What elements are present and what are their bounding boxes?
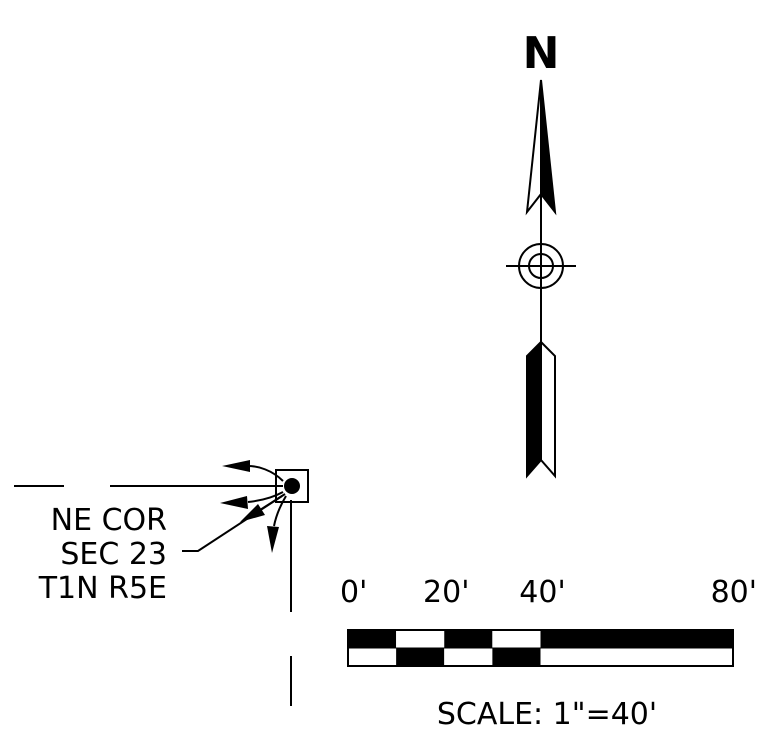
scale-bar-segment: [492, 630, 541, 648]
north-arrow: N: [506, 28, 576, 479]
reference-arrow-middle-icon: [220, 496, 248, 509]
scale-tick-label: 0': [340, 575, 367, 610]
corner-marker: [14, 460, 309, 706]
reference-arc-middle: [247, 491, 284, 503]
scale-bar-segment: [540, 648, 733, 666]
scale-tick-label: 40': [519, 575, 565, 610]
corner-label-line-2: SEC 23: [60, 537, 167, 572]
scale-bar-segments: [348, 630, 733, 666]
scale-bar-segment: [492, 648, 541, 666]
corner-label-line-3: T1N R5E: [38, 571, 167, 606]
reference-arrow-lower-left-icon: [240, 504, 265, 522]
scale-bar-segment: [444, 630, 493, 648]
scale-caption: SCALE: 1"=40': [437, 697, 657, 732]
corner-label: NE COR SEC 23 T1N R5E: [38, 503, 167, 606]
scale-tick-labels: 0' 20' 40' 80': [340, 575, 757, 610]
scale-bar-segment: [540, 630, 733, 648]
compass-inner-ring: [528, 253, 554, 279]
scale-tick-label: 80': [711, 575, 757, 610]
label-leader-line: [182, 495, 283, 552]
corner-label-line-1: NE COR: [51, 503, 167, 538]
north-arrow-head-white: [525, 79, 542, 216]
scale-bar-segment: [396, 630, 445, 648]
scale-bar-segment: [348, 630, 397, 648]
north-arrow-tail-white: [540, 339, 556, 479]
scale-bar: 0' 20' 40' 80' SCALE: 1"=40': [340, 575, 757, 732]
corner-monument-dot: [284, 478, 300, 494]
scale-bar-segment: [396, 648, 445, 666]
scale-bar-segment: [348, 648, 397, 666]
reference-arrow-upper-icon: [222, 460, 250, 472]
corner-monument-box: [275, 469, 309, 503]
scale-bar-outline: [347, 629, 734, 667]
reference-arc-down: [273, 495, 287, 527]
reference-arrow-down-icon: [267, 526, 279, 553]
north-arrow-tail-black: [526, 339, 542, 479]
scale-bar-segment: [444, 648, 493, 666]
scale-tick-label: 20': [423, 575, 469, 610]
reference-arc-upper: [247, 465, 284, 482]
north-arrow-head-black: [540, 79, 557, 216]
compass-outer-ring: [518, 243, 564, 289]
north-label: N: [523, 28, 560, 79]
